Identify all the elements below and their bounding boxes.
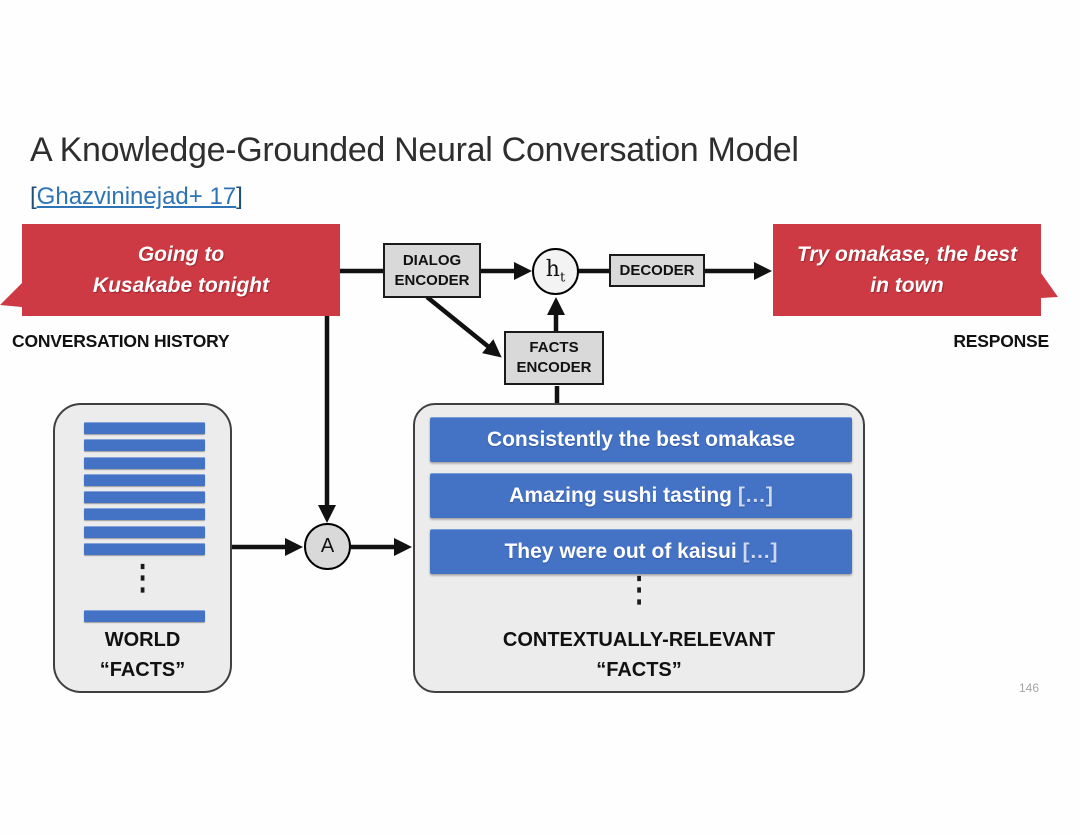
fact-item-3: They were out of kaisui […] — [430, 529, 852, 574]
world-facts-bars — [84, 422, 205, 556]
conversation-history-banner: Going to Kusakabe tonight — [0, 224, 340, 316]
facts-encoder-box: FACTS ENCODER — [504, 331, 604, 385]
attention-label: A — [320, 535, 335, 557]
conversation-history-label: CONVERSATION HISTORY — [12, 331, 230, 351]
dialog-encoder-label-line1: DIALOG — [402, 251, 462, 269]
arrow-dialog-encoder-to-facts-encoder — [425, 295, 502, 358]
world-facts-extra-bar — [84, 610, 205, 622]
decoder-label: DECODER — [619, 261, 695, 279]
world-facts-caption-line1: WORLD — [104, 629, 181, 651]
page-number: 146 — [1019, 681, 1040, 695]
relevant-facts-ellipsis: ⋮ — [625, 571, 653, 609]
response-text-line2: in town — [870, 274, 944, 297]
response-text-line1: Try omakase, the best — [796, 243, 1018, 266]
hidden-state-label: ht — [545, 257, 566, 286]
citation-bracket-open: [ — [30, 183, 37, 210]
citation: [Ghazvininejad+ 17] — [30, 183, 243, 211]
relevant-facts-caption-line2: “FACTS” — [596, 659, 682, 681]
attention-node: A — [304, 523, 351, 570]
world-facts-ellipsis: ⋮ — [129, 559, 156, 597]
facts-encoder-label-line1: FACTS — [529, 339, 579, 357]
dialog-encoder-box: DIALOG ENCODER — [383, 243, 481, 298]
dialog-encoder-label-line2: ENCODER — [394, 271, 470, 289]
conversation-text-line2: Kusakabe tonight — [92, 274, 270, 297]
page-title: A Knowledge-Grounded Neural Conversation… — [30, 131, 799, 169]
citation-link[interactable]: Ghazvininejad+ 17 — [36, 183, 237, 210]
relevant-facts-container: Consistently the best omakase Amazing su… — [413, 403, 865, 693]
facts-encoder-label-line2: ENCODER — [516, 359, 592, 376]
response-label: RESPONSE — [953, 331, 1049, 351]
fact-item-1: Consistently the best omakase — [430, 417, 852, 462]
world-facts-container: ⋮ WORLD “FACTS” — [53, 403, 232, 693]
world-facts-caption-line2: “FACTS” — [99, 659, 186, 681]
relevant-facts-caption-line1: CONTEXTUALLY-RELEVANT — [502, 629, 776, 651]
citation-bracket-close: ] — [236, 183, 243, 210]
decoder-box: DECODER — [609, 254, 705, 287]
conversation-text-line1: Going to — [137, 243, 225, 266]
response-banner: Try omakase, the best in town — [773, 224, 1058, 316]
fact-item-2: Amazing sushi tasting […] — [430, 473, 852, 518]
hidden-state-node: ht — [532, 248, 579, 295]
